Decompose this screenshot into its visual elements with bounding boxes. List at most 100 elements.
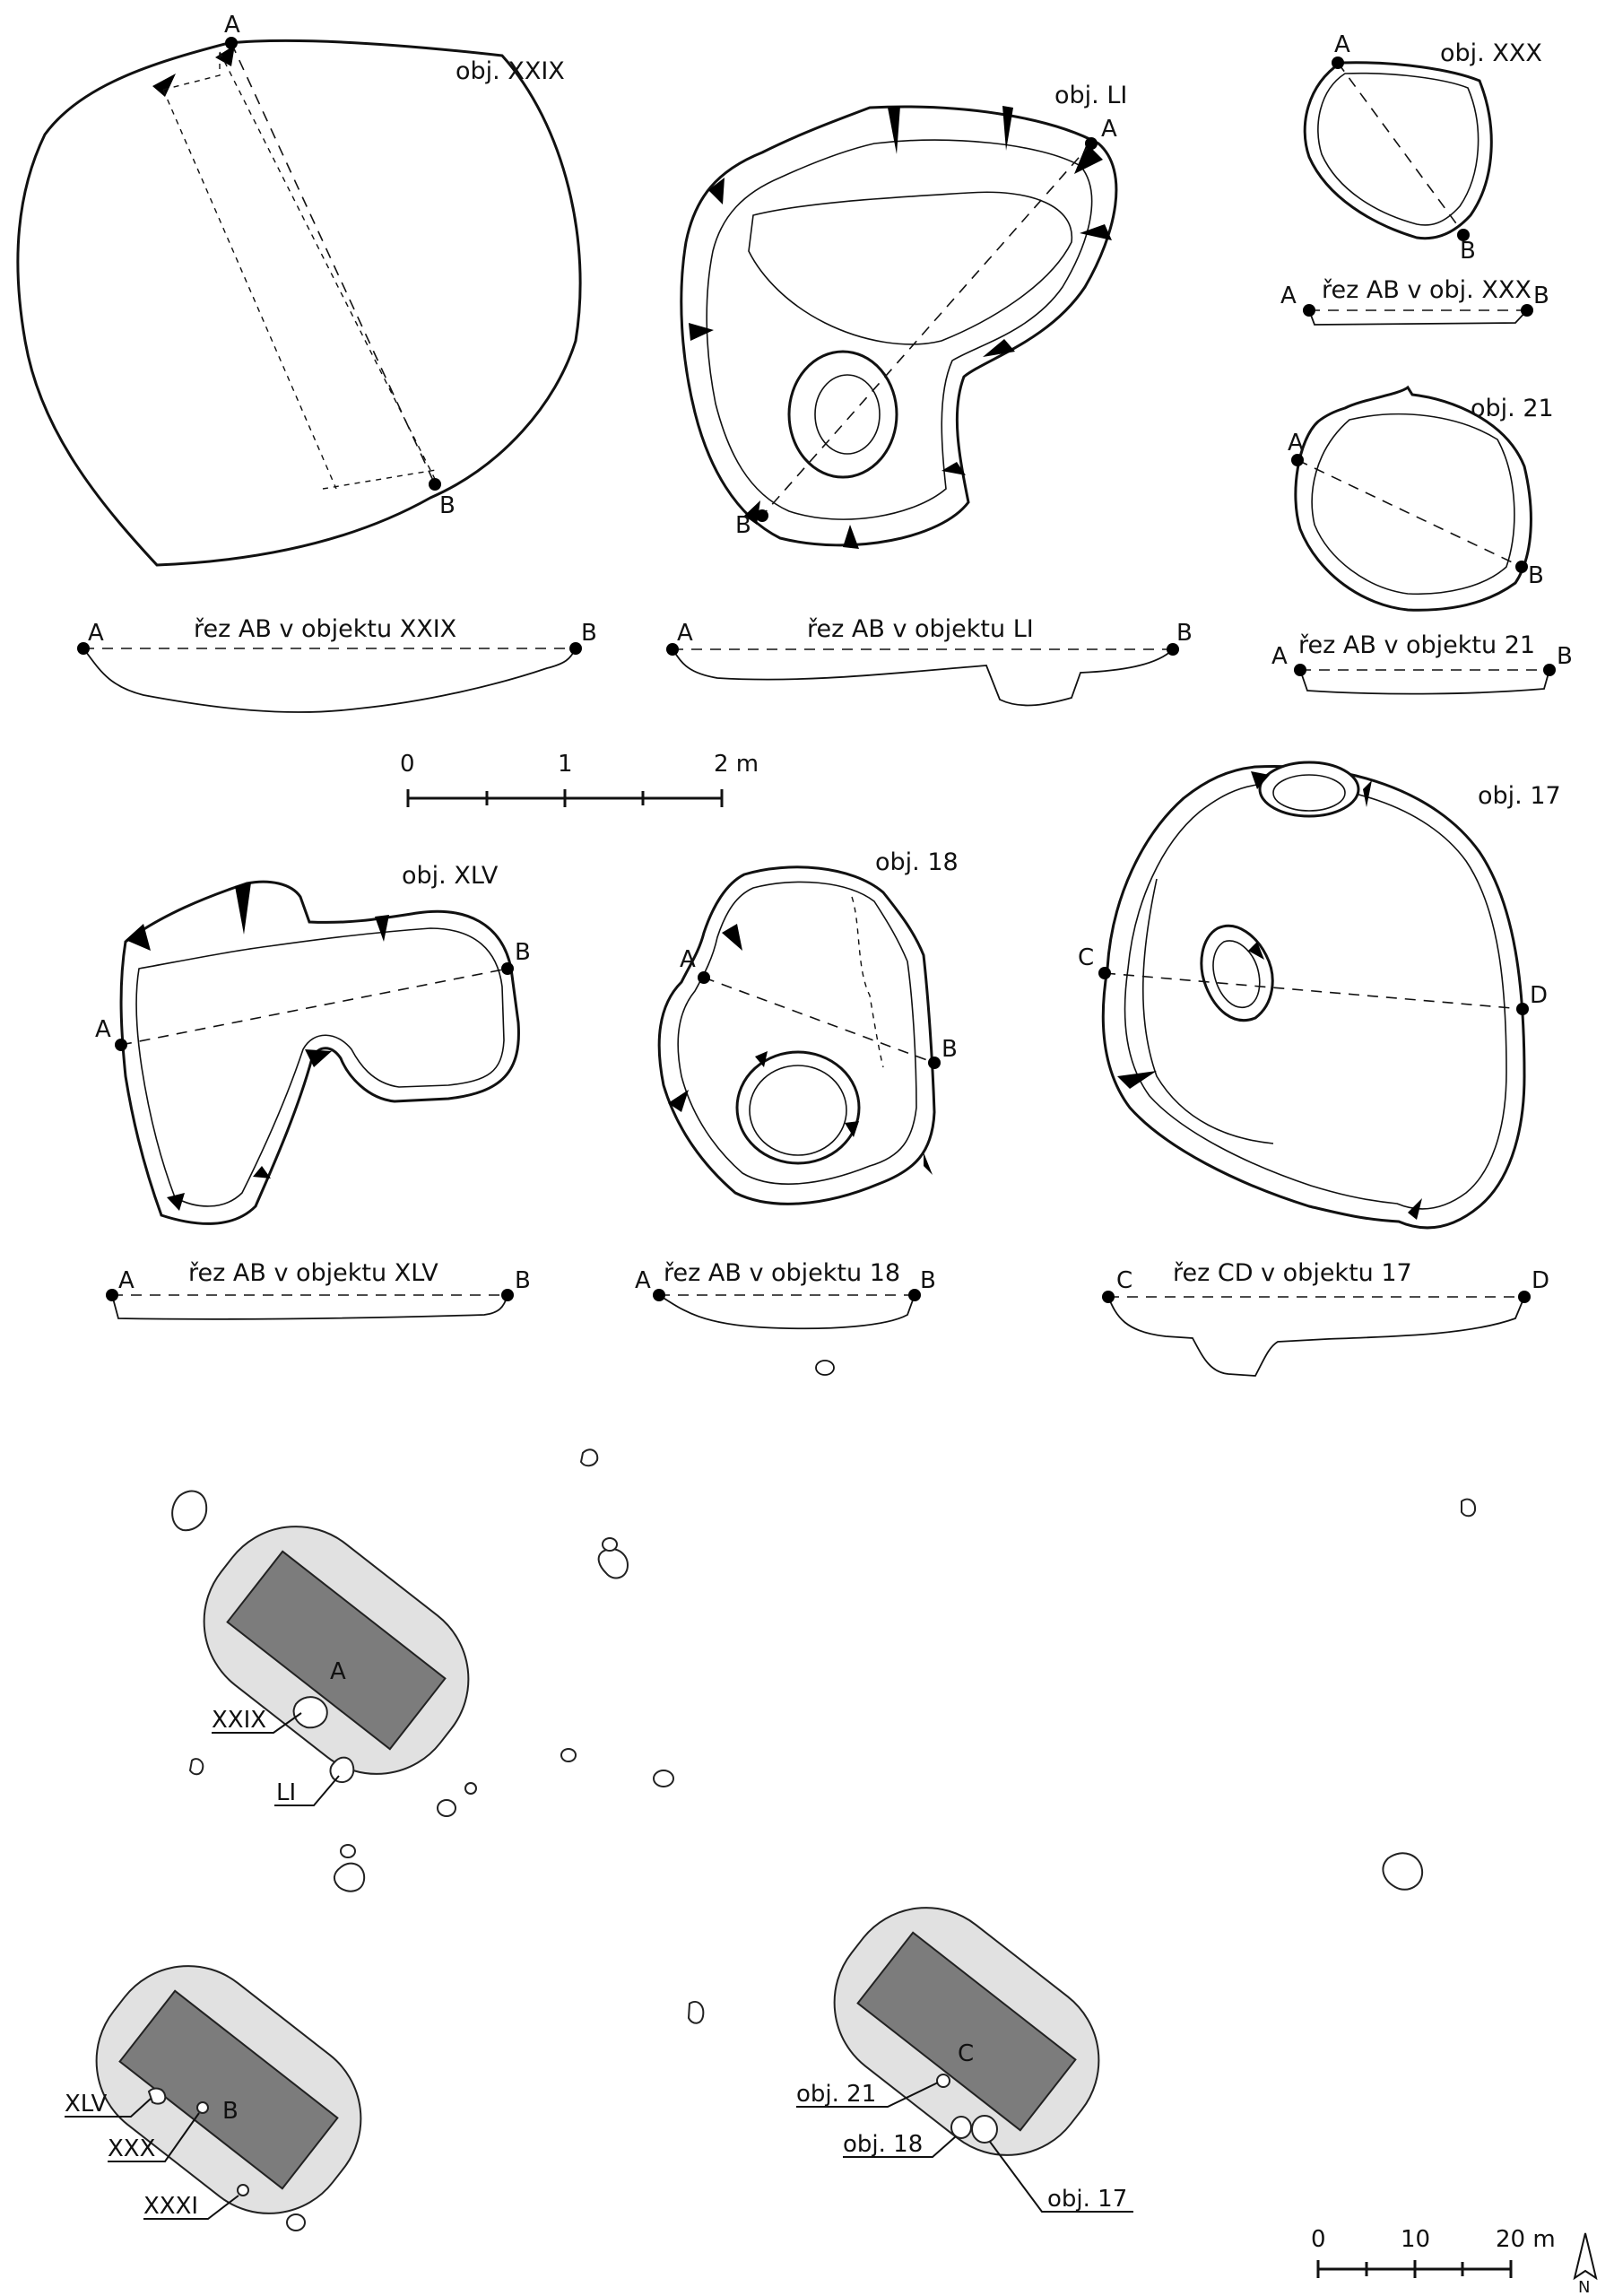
site-pit	[286, 2213, 306, 2231]
post-hole-17-north-inner	[1272, 774, 1346, 812]
slope-triangle	[722, 924, 742, 951]
house-a-body	[226, 1550, 447, 1751]
section-right-label: B	[920, 1267, 936, 1294]
point-c	[1098, 967, 1111, 979]
point-b	[1515, 561, 1528, 573]
site-scale-label-20: 20 m	[1496, 2226, 1556, 2253]
point-d-label: D	[1530, 982, 1548, 1009]
slope-triangle	[1074, 144, 1103, 174]
section-left-label: A	[118, 1267, 134, 1294]
house-a-label: A	[330, 1658, 346, 1685]
point-b-label: B	[439, 492, 456, 519]
post-hole-inner-18	[749, 1065, 847, 1156]
leader-li	[274, 1775, 340, 1806]
pit-outline-xlv	[119, 880, 520, 1225]
slope-triangle	[755, 1051, 768, 1067]
point-b	[501, 962, 514, 975]
scale-label-0: 0	[400, 751, 415, 778]
site-pit	[464, 1782, 477, 1795]
slope-triangle	[744, 500, 760, 525]
slope-triangle	[126, 924, 151, 951]
point-b-label: B	[515, 939, 531, 966]
section-xxx: A B řez AB v obj. XXX	[1280, 276, 1549, 326]
section-title: řez AB v objektu LI	[807, 615, 1034, 643]
section-right-label: B	[515, 1267, 531, 1294]
object-title-18: obj. 18	[875, 848, 959, 876]
point-a	[1291, 454, 1304, 466]
site-pit-21	[936, 2074, 950, 2088]
slope-triangle	[1117, 1071, 1157, 1089]
section-left-label: A	[1280, 283, 1297, 309]
point-a	[77, 642, 90, 655]
slope-triangle	[843, 525, 859, 549]
label-xxx: XXX	[108, 2135, 155, 2162]
slope-triangle	[845, 1121, 859, 1137]
section-profile	[672, 648, 1174, 707]
pit-outline-xxix	[16, 39, 582, 567]
site-pit	[579, 1448, 599, 1467]
pit-outline-18	[657, 865, 936, 1205]
point-b	[429, 478, 441, 491]
house-b-label: B	[222, 2098, 239, 2125]
point-b	[1521, 304, 1533, 317]
point-a	[1085, 137, 1098, 150]
house-c	[833, 1907, 1100, 2156]
north-arrow: N	[1573, 2232, 1598, 2296]
leader-xxix	[212, 1712, 302, 1734]
section-left-label: A	[1271, 643, 1288, 670]
north-arrow-icon	[1573, 2232, 1598, 2281]
section-stone	[815, 1360, 835, 1376]
label-o17: obj. 17	[1047, 2186, 1127, 2213]
section-profile	[82, 648, 577, 713]
plan-xlv: A B obj. XLV	[95, 862, 531, 1225]
object-title-xxix: obj. XXIX	[456, 57, 565, 85]
label-xxxi: XXXI	[143, 2193, 198, 2220]
post-hole-17-centre-inner	[1212, 940, 1261, 1009]
site-plan: A B C	[65, 1448, 1477, 2231]
point-b	[1457, 229, 1470, 241]
point-a	[225, 37, 238, 49]
inner-division-18	[851, 896, 884, 1068]
section-line-ab	[230, 42, 436, 485]
section-21: A B řez AB v objektu 21	[1271, 631, 1573, 695]
section-profile	[1107, 1296, 1525, 1377]
house-b	[95, 1965, 362, 2214]
slope-triangle	[305, 1049, 332, 1067]
object-title-li: obj. LI	[1054, 82, 1127, 109]
point-a-label: A	[1334, 31, 1350, 58]
slope-triangle	[1002, 106, 1013, 151]
point-c	[1102, 1291, 1115, 1303]
point-a	[1332, 57, 1344, 69]
scale-label-2: 2 m	[714, 751, 759, 778]
point-b-label: B	[941, 1036, 958, 1063]
section-line-ab	[703, 977, 935, 1064]
site-pit	[560, 1748, 577, 1762]
section-left-label: A	[677, 620, 693, 647]
site-pit	[602, 1537, 618, 1552]
label-o21: obj. 21	[796, 2081, 876, 2108]
pit-floor-li	[748, 191, 1072, 345]
section-18: A B řez AB v objektu 18	[635, 1259, 936, 1376]
pit-outline-li	[680, 105, 1118, 547]
object-title-17: obj. 17	[1478, 782, 1561, 810]
post-hole-18	[735, 1050, 861, 1165]
site-pit	[171, 1490, 208, 1532]
point-b-label: B	[1528, 562, 1544, 589]
slope-triangle	[235, 883, 251, 935]
point-a	[698, 971, 710, 984]
section-profile	[1299, 669, 1550, 695]
leader-xxx	[108, 2112, 200, 2162]
point-b-label: B	[735, 512, 751, 539]
label-li: LI	[276, 1779, 296, 1806]
plan-xxix: A B obj. XXIX	[16, 12, 582, 567]
section-right-label: B	[1533, 283, 1549, 309]
section-li: A B řez AB v objektu LI	[666, 615, 1193, 707]
plan-xxx: A B obj. XXX	[1303, 31, 1542, 265]
site-pit	[334, 1862, 366, 1892]
site-pit	[188, 1758, 204, 1776]
north-label: N	[1578, 2278, 1590, 2296]
section-profile	[658, 1294, 915, 1330]
point-b	[928, 1057, 941, 1069]
point-a	[653, 1289, 665, 1301]
